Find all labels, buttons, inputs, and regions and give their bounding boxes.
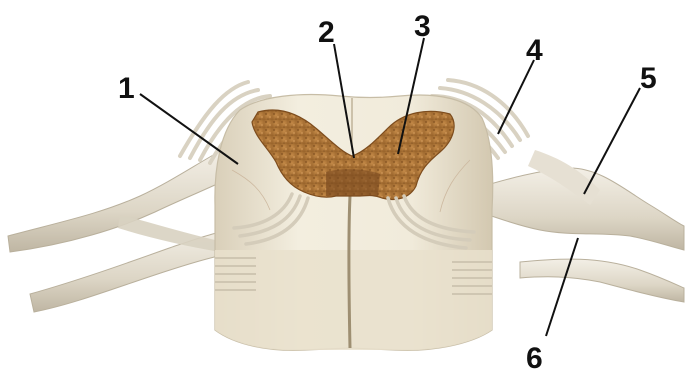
label-5: 5 xyxy=(640,62,657,95)
label-2: 2 xyxy=(318,16,335,49)
label-4: 4 xyxy=(526,34,543,67)
label-6: 6 xyxy=(526,342,543,375)
left-spinal-nerve xyxy=(8,150,246,312)
label-1: 1 xyxy=(118,72,135,105)
label-3: 3 xyxy=(414,10,431,43)
leader-line-4 xyxy=(498,60,534,134)
leader-line-1 xyxy=(140,94,238,164)
leader-line-5 xyxy=(584,88,640,194)
leader-line-6 xyxy=(546,238,578,336)
right-spinal-nerve xyxy=(470,150,684,302)
